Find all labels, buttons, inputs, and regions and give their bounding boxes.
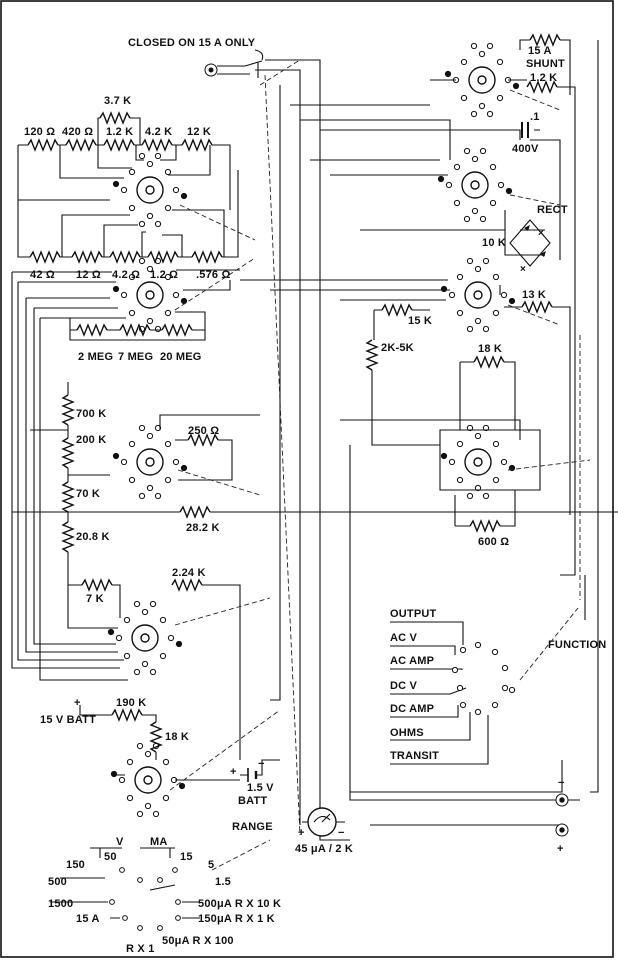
function-switch-deck-2 [437, 147, 513, 223]
label-200k: 200 K [76, 434, 106, 446]
label-cap-value: .1 [530, 111, 540, 123]
label-576: .576 Ω [196, 269, 231, 281]
label-13k: 13 K [522, 289, 546, 301]
label-7meg: 7 MEG [118, 351, 153, 363]
output-jacks [555, 793, 569, 837]
capacitor [510, 122, 540, 138]
range-switch-deck-4 [107, 600, 183, 676]
label-rs-rx1: R X 1 [126, 943, 155, 955]
label-batt-minus: − [258, 758, 265, 770]
label-rs-500: 500 [48, 876, 67, 888]
label-2meg: 2 MEG [78, 351, 113, 363]
label-meter: 45 μA / 2 K [295, 843, 353, 855]
label-rs-v: V [116, 836, 124, 848]
label-2-24k: 2.24 K [172, 567, 206, 579]
label-batt-plus: + [230, 766, 237, 778]
battery-1-5v [240, 759, 280, 782]
label-2k5k: 2K-5K [381, 342, 414, 354]
label-18k-right: 18 K [478, 343, 502, 355]
function-switch-deck-1 [444, 42, 520, 118]
label-rs-50: 50 [104, 851, 117, 863]
label-closed-note: CLOSED ON 15 A ONLY [128, 37, 256, 49]
switch-linkages [169, 59, 591, 871]
label-rs-5: 5 [208, 859, 214, 871]
function-switch-deck-3 [440, 257, 516, 333]
label-700k: 700 K [76, 408, 106, 420]
label-rs-150ua: 150μA R X 1 K [198, 913, 275, 925]
label-600: 600 Ω [478, 536, 509, 548]
label-rs-50ua: 50μA R X 100 [162, 935, 234, 947]
label-15a: 15 A [528, 45, 552, 57]
label-4-2: 4.2 Ω [112, 269, 140, 281]
label-190k: 190 K [116, 697, 146, 709]
label-shunt: SHUNT [526, 58, 565, 70]
label-250: 250 Ω [188, 425, 219, 437]
label-18k-left: 18 K [165, 731, 189, 743]
label-fn-acamp: AC AMP [390, 655, 434, 667]
label-70k: 70 K [76, 488, 100, 500]
label-1-2k: 1.2 K [106, 126, 133, 138]
label-rs-15a: 15 A [76, 913, 100, 925]
rectifier-bridge: × × [509, 219, 551, 275]
label-rs-15: 15 [180, 851, 193, 863]
range-switch-deck-5 [110, 742, 186, 818]
label-1-2: 1.2 Ω [150, 269, 178, 281]
label-4-2k: 4.2 K [145, 126, 172, 138]
label-rect: RECT [537, 204, 568, 216]
svg-text:×: × [520, 264, 526, 275]
function-selector [451, 641, 516, 716]
label-15k: 15 K [408, 315, 432, 327]
label-20meg: 20 MEG [160, 351, 202, 363]
label-3-7k: 3.7 K [104, 95, 131, 107]
label-fn-transit: TRANSIT [390, 750, 439, 762]
label-120: 120 Ω [24, 126, 55, 138]
label-rs-ma: MA [150, 836, 168, 848]
label-42: 42 Ω [30, 269, 55, 281]
wiring [11, 39, 618, 841]
label-fn-acv: AC V [390, 632, 418, 644]
label-420: 420 Ω [62, 126, 93, 138]
label-rs-150: 150 [66, 859, 85, 871]
label-7k: 7 K [86, 593, 104, 605]
label-plus-top: + [74, 697, 81, 709]
label-fn-ohms: OHMS [390, 727, 424, 739]
label-rs-500ua: 500μA R X 10 K [198, 898, 281, 910]
meter-45ua [302, 807, 345, 837]
label-meter-minus: − [338, 827, 345, 839]
resistors [27, 33, 561, 753]
range-switch-deck-1 [112, 152, 188, 228]
label-jack-plus: + [557, 843, 564, 855]
label-1-5v: 1.5 V [247, 782, 274, 794]
label-12k: 12 K [187, 126, 211, 138]
label-28-2k: 28.2 K [186, 522, 220, 534]
label-cap-volt: 400V [512, 143, 539, 155]
range-selector [50, 847, 200, 931]
label-20-8k: 20.8 K [76, 531, 110, 543]
label-12: 12 Ω [76, 269, 101, 281]
label-fn-dcamp: DC AMP [390, 703, 434, 715]
label-1-2k-top: 1.2 K [530, 72, 557, 84]
label-fn-output: OUTPUT [390, 608, 437, 620]
label-10k: 10 K [482, 237, 506, 249]
function-switch-deck-4 [440, 424, 516, 500]
label-15v-batt: 15 V BATT [40, 714, 96, 726]
label-batt: BATT [238, 795, 267, 807]
label-rs-1-5: 1.5 [215, 876, 231, 888]
shunt-contact [204, 49, 264, 78]
labels: CLOSED ON 15 A ONLY 15 A SHUNT 1.2 K 3.7… [24, 37, 606, 955]
label-rs-1500: 1500 [48, 898, 73, 910]
range-switch-deck-3 [112, 424, 188, 500]
label-function: FUNCTION [548, 639, 606, 651]
label-fn-dcv: DC V [390, 680, 418, 692]
label-meter-plus: + [298, 827, 305, 839]
svg-text:×: × [538, 228, 544, 239]
label-jack-minus: − [558, 777, 565, 789]
label-range: RANGE [232, 821, 273, 833]
